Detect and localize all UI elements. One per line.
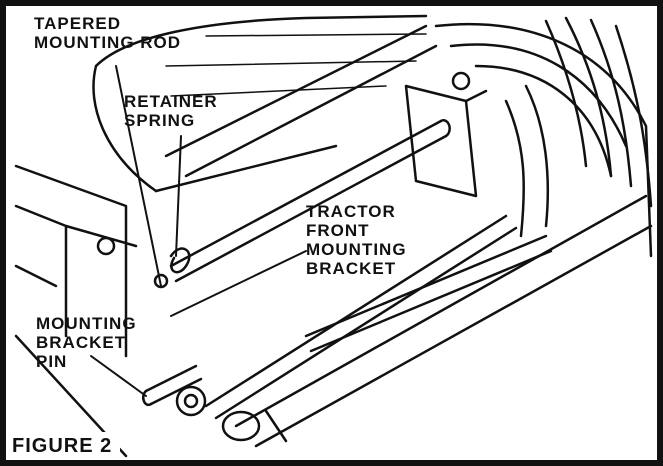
leader-lines	[90, 65, 307, 397]
retainer-spring-drawing	[153, 247, 191, 289]
engine-housing-drawing	[92, 14, 438, 193]
tapered-rod-drawing	[169, 119, 451, 283]
tractor-front-mounting-bracket-label: TRACTOR FRONT MOUNTING BRACKET	[306, 202, 407, 278]
tapered-mounting-rod-label: TAPERED MOUNTING ROD	[34, 14, 182, 52]
frame-drawing	[14, 164, 138, 458]
retainer-spring-label: RETAINER SPRING	[124, 92, 218, 130]
lower-wheel-drawing	[221, 409, 288, 443]
bracket-plate-drawing	[404, 71, 488, 198]
bracket-pin-drawing	[141, 364, 207, 417]
mower-deck-illustration	[14, 14, 653, 458]
tire-drawing	[434, 16, 653, 258]
lower-rods-drawing	[204, 194, 653, 448]
mounting-bracket-pin-label: MOUNTING BRACKET PIN	[36, 314, 137, 371]
figure-caption: FIGURE 2	[6, 432, 121, 460]
